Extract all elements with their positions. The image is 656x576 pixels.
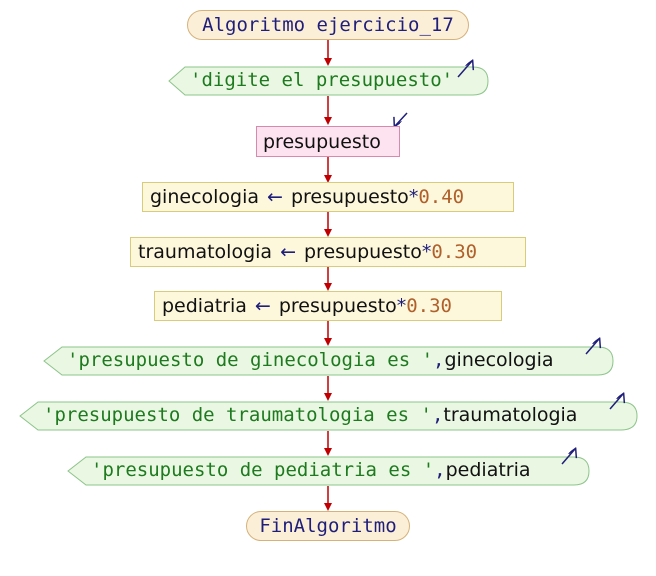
output-arrow-icon bbox=[561, 449, 575, 465]
prompt-string: 'digite el presupuesto' bbox=[190, 69, 454, 91]
input-box: presupuesto bbox=[256, 126, 400, 157]
output-arrow-icon bbox=[609, 394, 623, 410]
output-shape-traumatologia bbox=[19, 401, 638, 431]
process-ginecologia: ginecologia ← presupuesto * 0.40 bbox=[142, 182, 514, 212]
start-terminal: Algoritmo ejercicio_17 bbox=[187, 10, 469, 40]
output-shape-pediatria bbox=[67, 456, 590, 486]
output-prompt: 'digite el presupuesto' bbox=[190, 69, 453, 91]
assign-expr: presupuesto bbox=[303, 241, 422, 263]
assign-number: 0.30 bbox=[431, 241, 478, 263]
output-variable: traumatologia bbox=[443, 404, 578, 426]
process-traumatologia: traumatologia ← presupuesto * 0.30 bbox=[130, 237, 526, 267]
output-pediatria: 'presupuesto de pediatria es ',pediatria bbox=[91, 459, 531, 481]
output-arrow-icon bbox=[585, 339, 599, 355]
assign-number: 0.40 bbox=[418, 186, 465, 208]
output-ginecologia: 'presupuesto de ginecologia es ',ginecol… bbox=[67, 349, 554, 371]
output-string: 'presupuesto de traumatologia es ' bbox=[43, 404, 432, 426]
assign-arrow-icon: ← bbox=[267, 186, 283, 208]
assign-arrow-icon: ← bbox=[280, 241, 296, 263]
output-shape-prompt bbox=[168, 66, 489, 96]
start-label: Algoritmo ejercicio_17 bbox=[202, 14, 454, 36]
assign-operator: * bbox=[408, 186, 419, 208]
output-comma: , bbox=[434, 459, 446, 481]
assign-number: 0.30 bbox=[406, 295, 452, 317]
output-string: 'presupuesto de ginecologia es ' bbox=[67, 349, 434, 371]
assign-expr: presupuesto bbox=[290, 186, 409, 208]
assign-var: pediatria bbox=[162, 295, 247, 317]
end-label: FinAlgoritmo bbox=[259, 515, 397, 537]
assign-operator: * bbox=[396, 295, 407, 317]
assign-arrow-icon: ← bbox=[254, 295, 271, 317]
output-shape-ginecologia bbox=[43, 346, 614, 376]
assign-var: ginecologia bbox=[150, 186, 260, 208]
output-variable: ginecologia bbox=[444, 349, 554, 371]
input-arrow-icon bbox=[395, 112, 408, 126]
assign-operator: * bbox=[421, 241, 432, 263]
input-variable: presupuesto bbox=[263, 130, 381, 153]
output-comma: , bbox=[431, 404, 444, 426]
output-comma: , bbox=[433, 349, 445, 371]
output-arrow-icon bbox=[457, 61, 472, 78]
process-pediatria: pediatria ← presupuesto * 0.30 bbox=[154, 291, 502, 321]
output-variable: pediatria bbox=[445, 459, 531, 481]
output-traumatologia: 'presupuesto de traumatologia es ',traum… bbox=[43, 404, 577, 426]
assign-expr: presupuesto bbox=[278, 295, 397, 317]
output-string: 'presupuesto de pediatria es ' bbox=[91, 459, 435, 481]
assign-var: traumatologia bbox=[138, 241, 273, 263]
end-terminal: FinAlgoritmo bbox=[246, 511, 410, 541]
